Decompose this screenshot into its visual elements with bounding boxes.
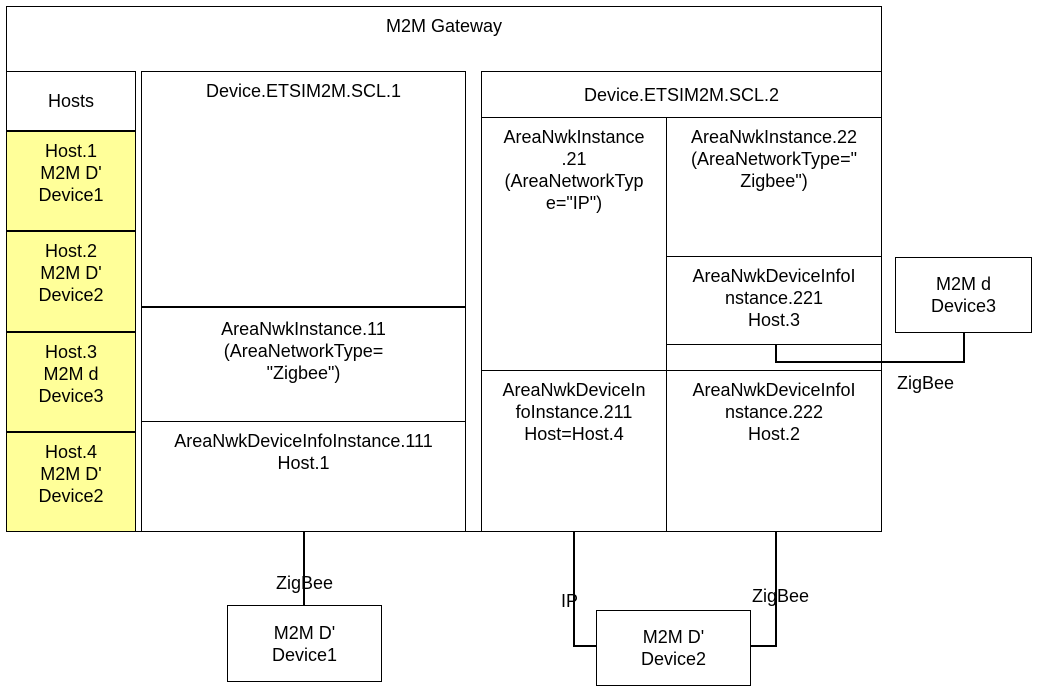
host-3-box: Host.3 M2M d Device3 bbox=[6, 332, 136, 432]
gateway-title: M2M Gateway bbox=[385, 16, 503, 36]
scl2-device-info-211: AreaNwkDeviceIn foInstance.211 Host=Host… bbox=[481, 370, 667, 532]
zigbee-line-device3 bbox=[775, 333, 965, 363]
scl2-device-info-222: AreaNwkDeviceInfoI nstance.222 Host.2 bbox=[666, 370, 882, 532]
scl2-device-info-221: AreaNwkDeviceInfoI nstance.221 Host.3 bbox=[666, 256, 882, 345]
host-4-box: Host.4 M2M D' Device2 bbox=[6, 432, 136, 532]
host-1-box: Host.1 M2M D' Device1 bbox=[6, 131, 136, 231]
scl2-header: Device.ETSIM2M.SCL.2 bbox=[481, 71, 882, 118]
ip-line-device2 bbox=[573, 532, 596, 647]
host-2-box: Host.2 M2M D' Device2 bbox=[6, 231, 136, 332]
scl2-area-nwk-instance-21: AreaNwkInstance .21 (AreaNetworkTyp e="I… bbox=[481, 117, 667, 371]
scl1-device-info-111: AreaNwkDeviceInfoInstance.111 Host.1 bbox=[141, 421, 466, 532]
scl1-box: Device.ETSIM2M.SCL.1 bbox=[141, 71, 466, 307]
scl2-area-nwk-instance-22: AreaNwkInstance.22 (AreaNetworkType=" Zi… bbox=[666, 117, 882, 257]
hosts-header: Hosts bbox=[6, 71, 136, 131]
zigbee-label-device1: ZigBee bbox=[276, 573, 334, 593]
device3-box: M2M d Device3 bbox=[895, 257, 1032, 333]
scl1-area-nwk-instance-11: AreaNwkInstance.11 (AreaNetworkType= "Zi… bbox=[141, 307, 466, 422]
zigbee-line-device2 bbox=[751, 532, 777, 647]
zigbee-label-device3: ZigBee bbox=[897, 373, 955, 393]
ip-label-device2: IP bbox=[561, 591, 579, 611]
zigbee-label-device2: ZigBee bbox=[752, 586, 810, 606]
device1-box: M2M D' Device1 bbox=[227, 605, 382, 682]
device2-box: M2M D' Device2 bbox=[596, 610, 751, 686]
